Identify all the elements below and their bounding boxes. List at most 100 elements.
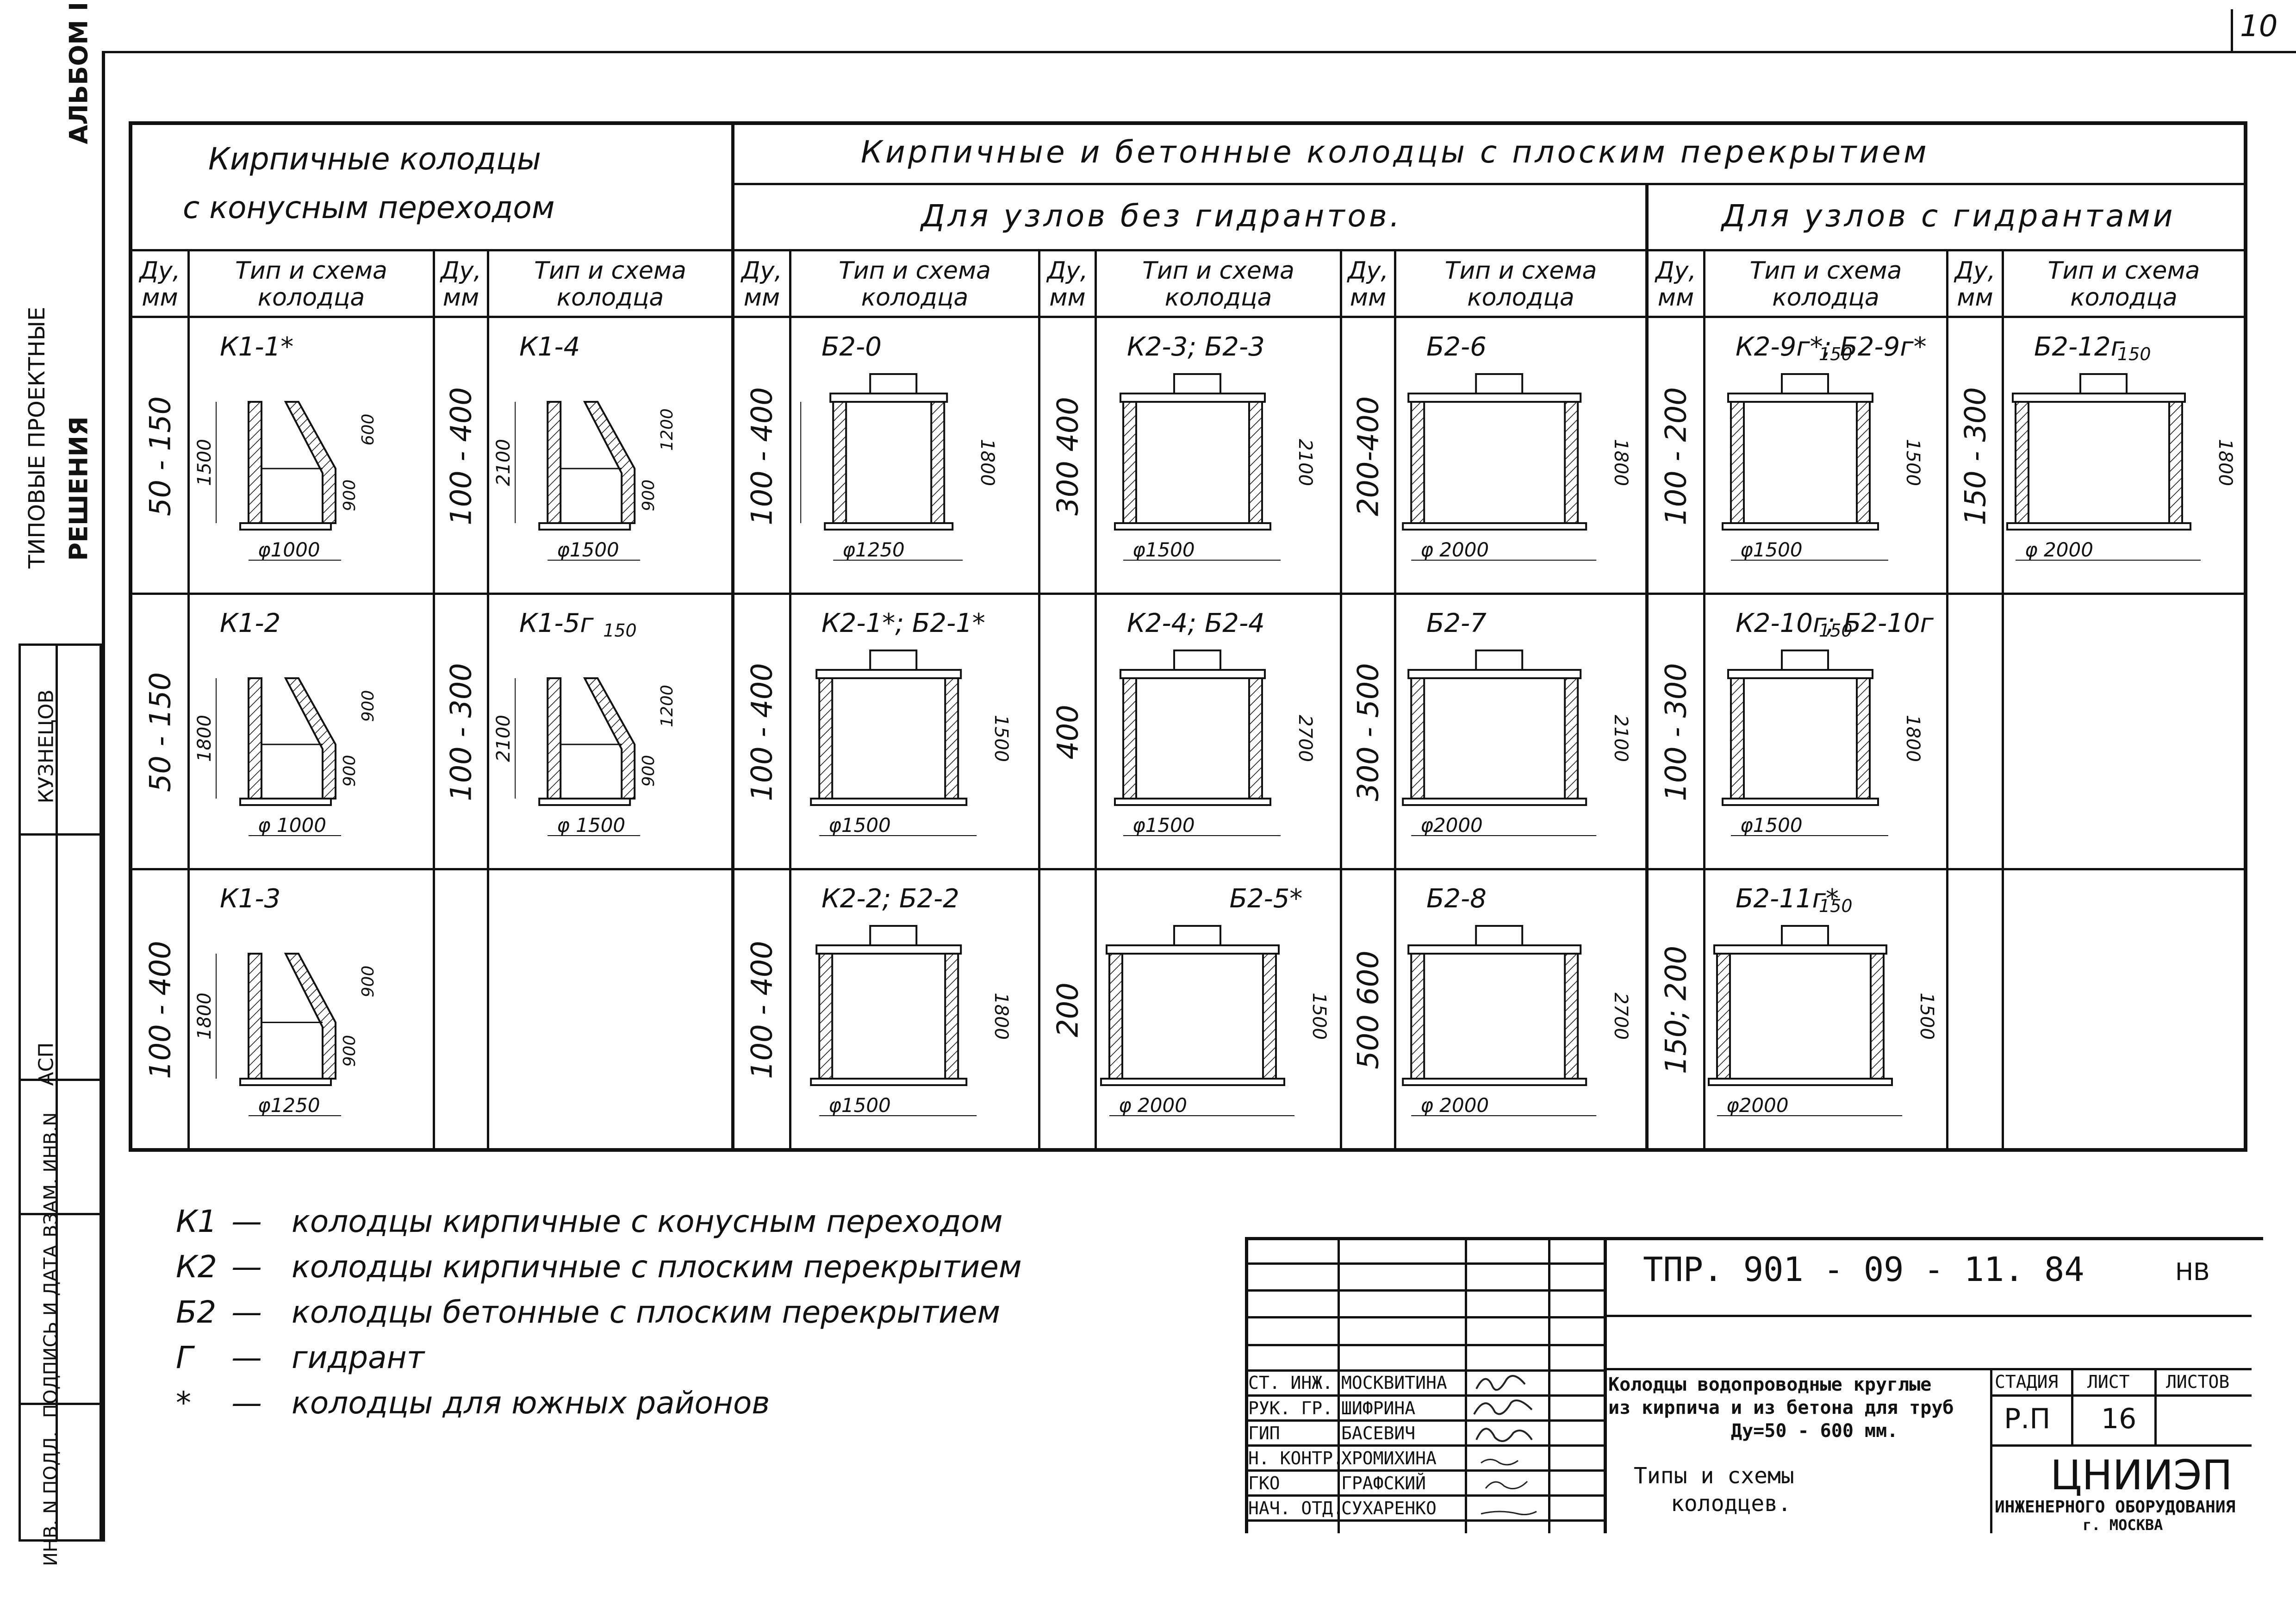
tb-h7 (1245, 1419, 1604, 1422)
type-header: Тип и схема колодца (1749, 256, 1902, 312)
du-value: 150 - 300 (1958, 387, 1992, 525)
row-line-1 (129, 593, 2247, 595)
wall-right (1856, 401, 1871, 524)
wall-right (284, 953, 336, 1080)
base-slab (538, 522, 631, 531)
signature-3 (1475, 1428, 1533, 1442)
legend-item: Г—гидрант (176, 1335, 1022, 1380)
height-dim: 1800 (977, 439, 998, 486)
cover-slab (1713, 944, 1887, 955)
manhole-neck (1781, 373, 1829, 394)
height-dim: 1500 (1902, 439, 1923, 486)
wall-left (547, 677, 562, 800)
wall-right (944, 953, 959, 1080)
tb-h5 (1245, 1369, 1604, 1372)
well-code: К2-3; Б2-3 (1127, 332, 1265, 362)
stamp-divider-v (56, 643, 58, 1542)
base-slab (538, 798, 631, 806)
org-name: ЦНИИЭП (2050, 1451, 2233, 1499)
well-code: Б2-7 (1426, 608, 1487, 638)
wall-left (818, 677, 834, 800)
wall-right (1856, 677, 1871, 800)
diameter-dim: φ1000 (258, 538, 320, 561)
person-name: МОСКВИТИНА (1341, 1373, 1447, 1393)
cover-slab (1106, 944, 1280, 955)
du-value: 100 - 400 (745, 663, 779, 801)
du-value: 100 - 300 (444, 663, 478, 801)
tb-h-right2 (1604, 1368, 2252, 1370)
diameter-dim: φ1250 (258, 1094, 320, 1117)
height-dim: 1800 (1902, 715, 1923, 762)
wall-right (930, 401, 946, 524)
height-dim: 1800 (1610, 439, 1631, 486)
legend-dash: — (231, 1294, 262, 1330)
du-header: Ду, мм (1348, 256, 1388, 312)
legend-text: колодцы кирпичные с конусным переходом (292, 1204, 1003, 1239)
main-table (129, 121, 2247, 1152)
base-slab (1114, 798, 1271, 806)
col-line-b2 (1038, 249, 1040, 1152)
group2b-title: Для узлов с гидрантами (1722, 198, 2176, 234)
wall-left (1730, 401, 1745, 524)
series-label: ТИПОВЫЕ ПРОЕКТНЫЕ (24, 306, 50, 568)
height-dim: 2100 (1610, 715, 1631, 762)
wall-left (1122, 677, 1137, 800)
wall-right (284, 401, 336, 524)
wall-right (1564, 677, 1579, 800)
person-role: ГИП (1248, 1423, 1280, 1443)
height-dim: 1800 (990, 993, 1012, 1040)
doc-subtitle-2: колодцев. (1671, 1491, 1792, 1517)
du-value: 50 - 150 (143, 396, 177, 517)
height-dim: 1500 (1308, 993, 1330, 1040)
tb-h2 (1245, 1289, 1604, 1292)
well-code: К1-1* (220, 332, 293, 362)
lower-height-dim: 900 (340, 480, 359, 512)
height-dim: 1500 (1916, 993, 1937, 1040)
top-offset-dim: 150 (2117, 344, 2151, 364)
du-value: 200-400 (1351, 396, 1385, 517)
well-code: К2-2; Б2-2 (821, 884, 959, 914)
base-slab (1708, 1078, 1893, 1086)
height-dim: 1800 (194, 715, 215, 762)
wall-right (1564, 401, 1579, 524)
album-label: АЛЬБОМ III (64, 0, 93, 144)
tb-v-stage3 (2154, 1368, 2157, 1444)
type-header: Тип и схема колодца (534, 256, 686, 312)
diameter-dim: φ1500 (557, 538, 619, 561)
wall-right (583, 401, 636, 524)
manhole-neck (1173, 373, 1221, 394)
header-line-1 (731, 183, 2247, 185)
legend-text: колодцы кирпичные с плоским перекрытием (292, 1249, 1022, 1285)
legend-key: Б2 (176, 1294, 217, 1330)
person-role: СТ. ИНЖ. (1248, 1373, 1333, 1393)
top-offset-dim: 150 (1819, 896, 1853, 916)
col-line-c3 (2002, 249, 2004, 1152)
wall-left (248, 953, 262, 1080)
du-header: Ду, мм (139, 256, 180, 312)
org-city: г. МОСКВА (2083, 1516, 2163, 1534)
legend-key: * (176, 1385, 191, 1421)
manhole-neck (1475, 650, 1524, 671)
du-value: 300 400 (1051, 397, 1084, 516)
base-slab (810, 1078, 968, 1086)
person-role: РУК. ГР. (1248, 1398, 1333, 1418)
doc-code: ТПР. 901 - 09 - 11. 84 (1643, 1250, 2084, 1289)
cover-slab (815, 669, 962, 679)
du-value: 300 - 500 (1351, 663, 1385, 801)
du-header: Ду, мм (1655, 256, 1696, 312)
header-line-2 (129, 249, 2247, 251)
legend-key: Г (176, 1340, 193, 1375)
height-dim: 2700 (1610, 993, 1631, 1040)
wall-right (583, 677, 636, 800)
legend: К1—колодцы кирпичные с конусным переходо… (176, 1199, 1022, 1426)
tb-h10 (1245, 1494, 1604, 1497)
